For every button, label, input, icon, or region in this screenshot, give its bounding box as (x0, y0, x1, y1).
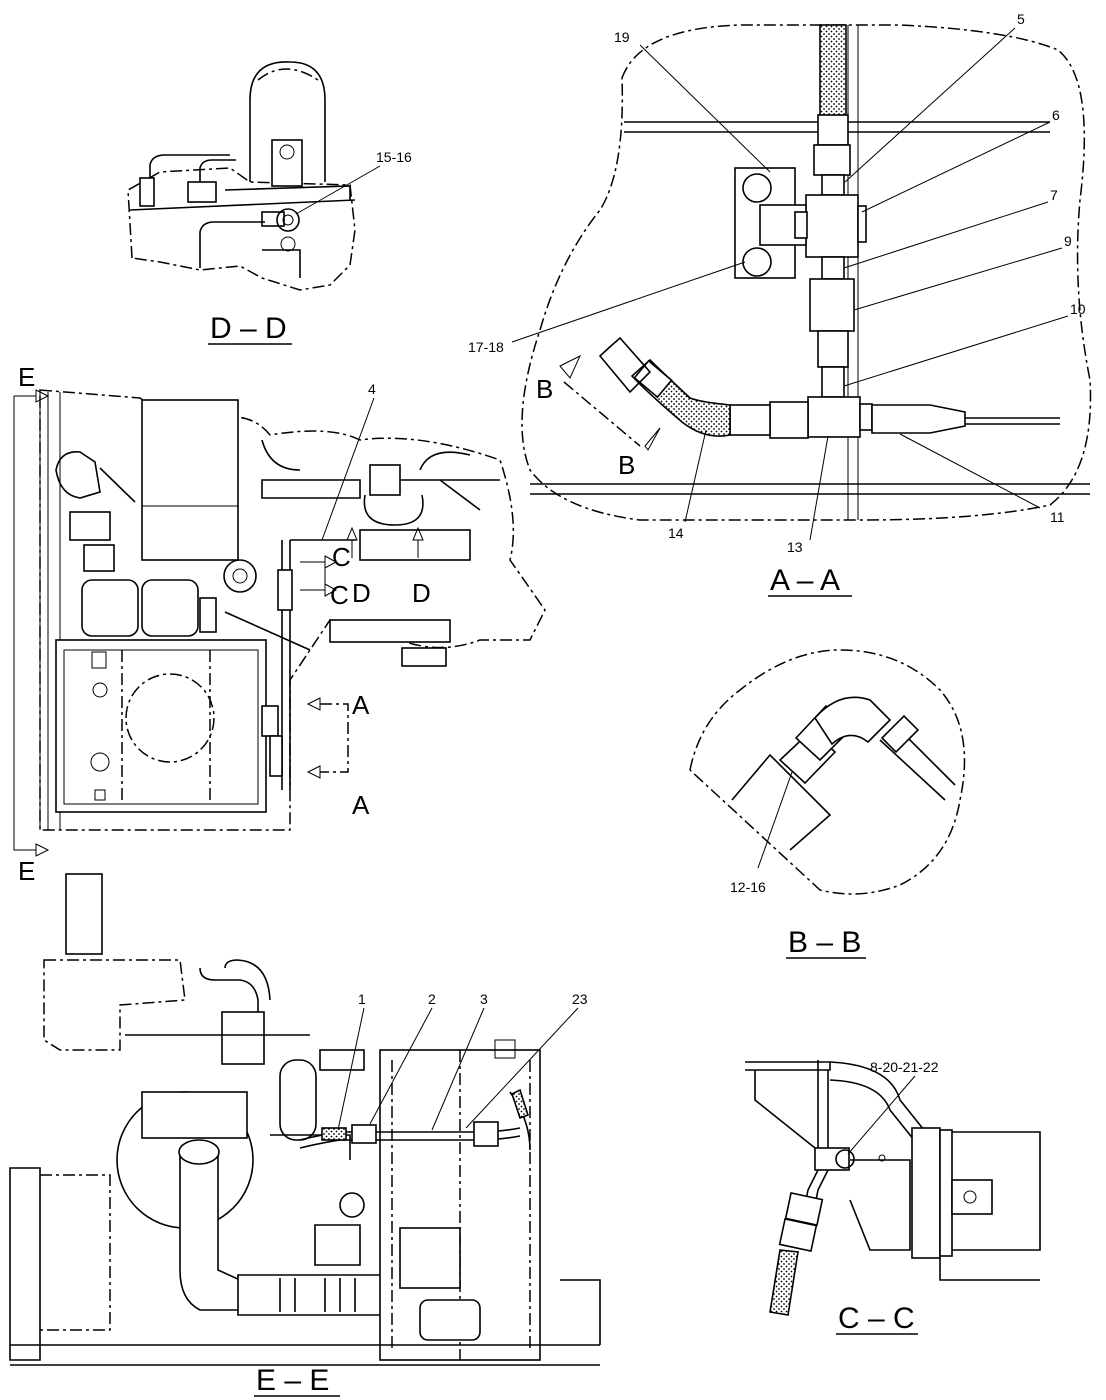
section-marker-b-top: B (536, 374, 553, 404)
view-c-c-title: C – C (838, 1302, 915, 1335)
callout-2: 2 (428, 991, 436, 1007)
callout-6: 6 (1052, 107, 1060, 123)
section-marker-c-bottom: C (330, 580, 349, 610)
section-marker-c-top: C (332, 542, 351, 572)
callout-11: 11 (1050, 509, 1065, 525)
callout-7: 7 (1050, 187, 1058, 203)
callout-12-16: 12-16 (730, 879, 766, 895)
callout-23: 23 (572, 991, 588, 1007)
section-marker-a-top: A (352, 690, 370, 720)
callout-8-20-21-22: 8-20-21-22 (870, 1059, 939, 1075)
view-c-c: 8-20-21-22 C – C (745, 1059, 1041, 1335)
callout-5: 5 (1017, 11, 1025, 27)
section-marker-d-left: D (352, 578, 371, 608)
callout-13: 13 (787, 539, 803, 555)
callout-1: 1 (358, 991, 366, 1007)
callout-15-16: 15-16 (376, 149, 412, 165)
section-marker-a-bottom: A (352, 790, 370, 820)
section-marker-e-top: E (18, 362, 35, 392)
callout-10: 10 (1070, 301, 1086, 317)
view-a-a-title: A – A (770, 564, 840, 597)
view-d-d-title: D – D (210, 312, 287, 345)
callout-9: 9 (1064, 233, 1072, 249)
callout-17-18: 17-18 (468, 339, 504, 355)
view-b-b: 12-16 B – B (689, 649, 966, 959)
section-marker-e-bottom: E (18, 856, 35, 886)
view-a-a: 19 5 6 7 9 10 17-18 14 13 11 B B A – A (468, 11, 1092, 597)
view-e-e-title: E – E (256, 1364, 329, 1397)
callout-19: 19 (614, 29, 630, 45)
callout-14: 14 (668, 525, 684, 541)
section-marker-b-bottom: B (618, 450, 635, 480)
view-e-e: 1 2 3 23 E – E (9, 873, 601, 1397)
view-d-d: 15-16 D – D (127, 61, 412, 345)
callout-3: 3 (480, 991, 488, 1007)
section-marker-d-right: D (412, 578, 431, 608)
callout-4: 4 (368, 381, 376, 397)
view-main-assembly: 4 E E A A C C D D (13, 362, 546, 886)
leader-15-16 (295, 165, 381, 215)
view-b-b-title: B – B (788, 926, 861, 959)
